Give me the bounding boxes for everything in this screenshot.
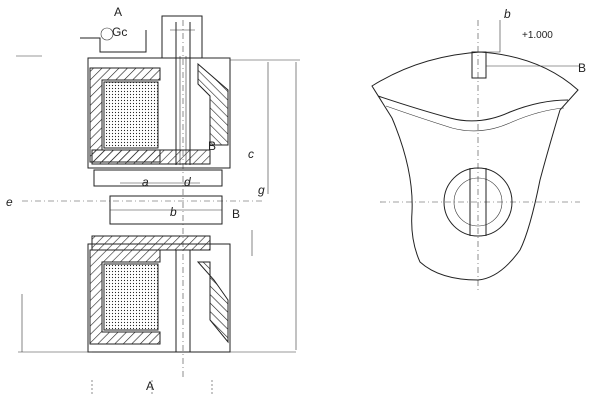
right-end-view: b +1.000 B [371,7,586,290]
label-right-1: B [208,139,216,153]
inner-wave-line [377,95,569,122]
top-post-leader [486,20,501,53]
right-label-top: b [504,7,511,21]
lower-pole-hatch [196,261,229,344]
lower-coil [103,263,159,331]
top-cap [161,15,203,59]
label-top: A [114,5,122,19]
upper-pole-hatch [197,62,229,146]
armature-upper-plate [93,169,223,187]
top-post [471,51,487,79]
right-label-side: B [578,61,586,75]
label-mid-1: a [142,175,149,189]
inner-wave-line-2 [385,105,565,132]
left-sectional-view: A Gc a d b B c g B e A [6,5,300,396]
label-mid-3: b [170,205,177,219]
label-mid-2: d [184,175,191,189]
label-bottom: A [146,379,154,393]
label-top-2: Gc [112,25,127,39]
lower-band [91,235,211,251]
label-right-3: g [258,183,265,197]
lower-core-hatch [89,249,161,345]
top-bolt [100,27,114,41]
label-left: e [6,195,13,209]
hub-outer [443,167,513,237]
upper-band [91,149,211,165]
label-right-4: B [232,207,240,221]
label-right-2: c [248,147,254,161]
hub-inner [453,177,503,227]
top-left-bracket [80,30,147,53]
lower-housing-outline [87,243,231,353]
top-right-leader [202,57,300,61]
upper-coil [103,81,159,149]
right-label-dim: +1.000 [522,30,553,41]
upper-housing-outline [87,57,231,169]
end-view-outline [371,51,579,281]
